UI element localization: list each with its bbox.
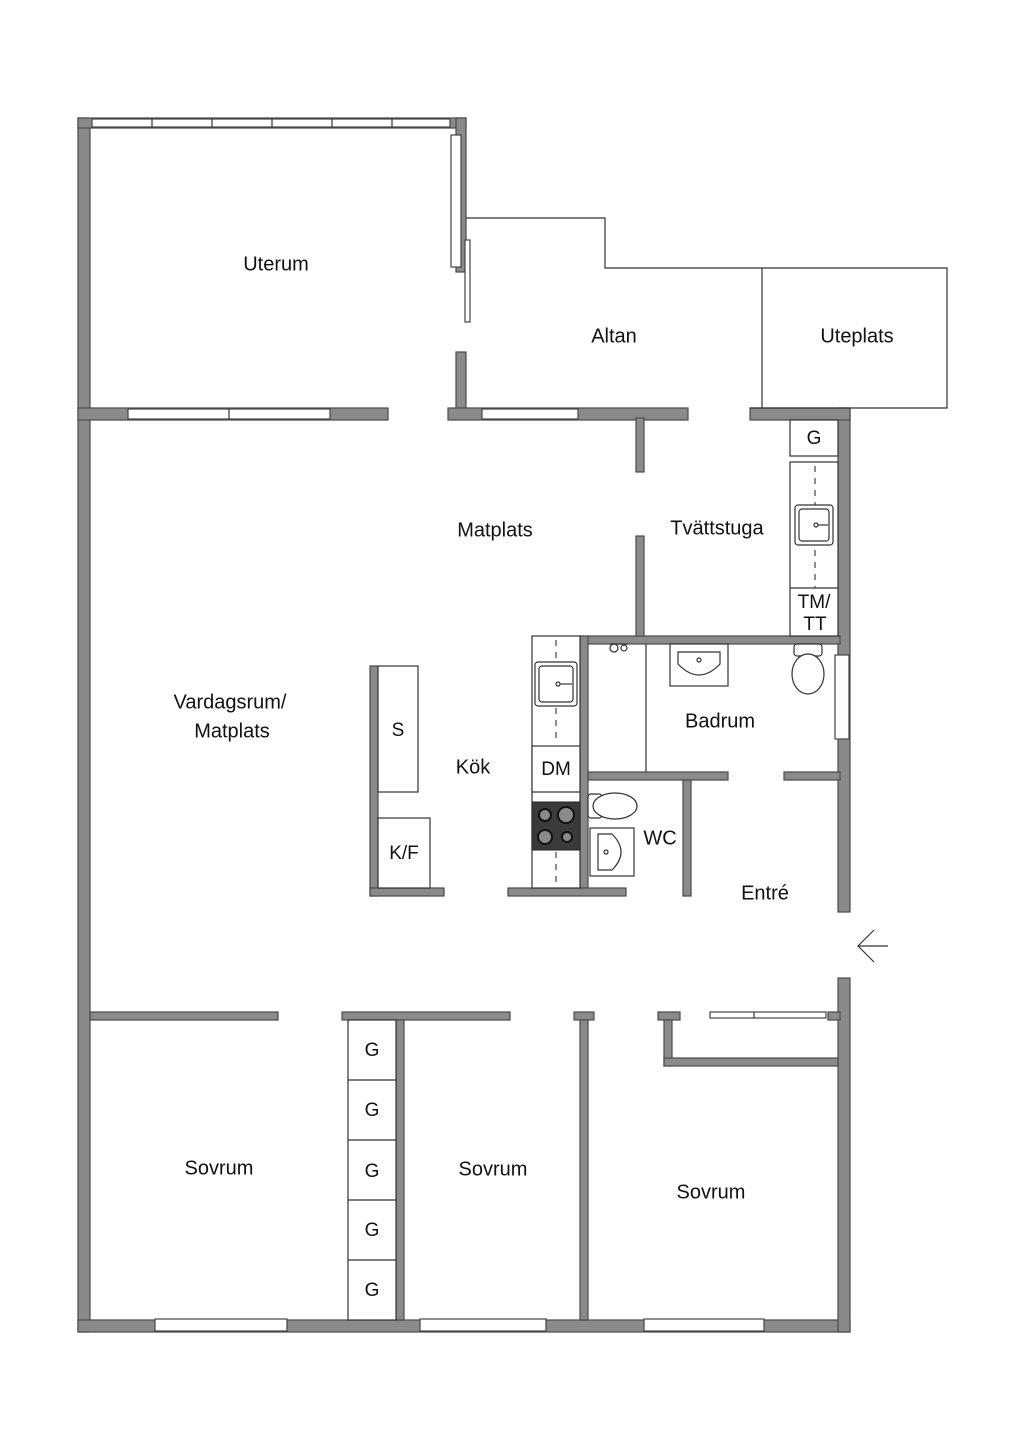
label-tvattstuga: Tvättstuga xyxy=(670,517,764,539)
door-uterum-altan xyxy=(464,239,471,323)
label-closet-tvatt: G xyxy=(807,428,822,449)
label-closet-5: G xyxy=(365,1280,380,1301)
window-sovrum-right xyxy=(643,1318,765,1332)
altan-outline xyxy=(466,217,948,409)
wall-west xyxy=(77,117,91,1333)
wall-sovrum-left-north xyxy=(89,1011,279,1021)
label-closet-2: G xyxy=(365,1100,380,1121)
windows xyxy=(91,118,850,1332)
sliding-wardrobe-door xyxy=(709,1011,827,1019)
interior-walls xyxy=(89,417,841,1321)
washbasin-icon xyxy=(669,643,729,687)
window-uterum-north xyxy=(91,118,451,128)
wc-washbasin-icon xyxy=(589,827,635,877)
window-matplats xyxy=(481,408,579,420)
label-entre: Entré xyxy=(741,882,789,904)
label-fridge-freezer: K/F xyxy=(389,843,419,864)
wall-kitchen-east xyxy=(579,635,589,893)
label-storage: S xyxy=(392,720,405,741)
label-sovrum-left: Sovrum xyxy=(185,1157,254,1179)
label-closet-1: G xyxy=(365,1040,380,1061)
outdoor-areas xyxy=(466,217,948,409)
label-sovrum-middle: Sovrum xyxy=(459,1158,528,1180)
wall-closet-south xyxy=(663,1057,839,1067)
label-badrum: Badrum xyxy=(685,710,755,732)
wall-kitchen-south xyxy=(507,887,627,897)
fridge-freezer-box xyxy=(377,817,431,889)
label-uteplats: Uteplats xyxy=(820,325,893,347)
wall-badrum-north xyxy=(579,635,841,645)
closet-column xyxy=(347,1019,397,1321)
fixture-labels: G TM/ TT S K/F DM G G G G G xyxy=(365,428,831,1301)
wall-island-south xyxy=(369,887,445,897)
wall-north-right xyxy=(749,407,851,421)
window-badrum xyxy=(834,654,850,740)
wall-east-lower xyxy=(837,977,851,1333)
label-uterum: Uterum xyxy=(243,253,309,275)
label-matplats: Matplats xyxy=(457,519,533,541)
label-tm-line1: TM/ xyxy=(798,592,831,613)
wall-badrum-south-left xyxy=(587,771,729,781)
wall-sovrum-divider-1 xyxy=(395,1019,405,1321)
wall-badrum-south-right xyxy=(783,771,841,781)
wall-tvatt-upper xyxy=(635,417,645,473)
sink-icon xyxy=(794,504,834,546)
label-vardagsrum-line2: Matplats xyxy=(194,720,270,742)
tvattstuga-fixtures xyxy=(789,419,839,637)
wall-stub-3 xyxy=(827,1011,841,1021)
wc-fixtures xyxy=(587,792,638,877)
wall-stub-2 xyxy=(657,1011,681,1021)
wc-toilet-icon xyxy=(587,792,638,820)
label-altan: Altan xyxy=(591,325,637,347)
wall-sovrum-middle-north xyxy=(341,1011,511,1021)
stove-icon xyxy=(531,801,581,851)
room-labels: Uterum Altan Uteplats Matplats Tvättstug… xyxy=(173,253,893,1203)
label-closet-4: G xyxy=(365,1220,380,1241)
window-sovrum-left xyxy=(154,1318,288,1332)
label-sovrum-right: Sovrum xyxy=(677,1181,746,1203)
bedroom-closets xyxy=(347,1019,397,1321)
wall-stub-1 xyxy=(573,1011,595,1021)
dishwasher-box xyxy=(531,745,581,793)
wall-tvatt-lower xyxy=(635,535,645,643)
window-uterum-east xyxy=(450,134,462,268)
wall-wc-east xyxy=(682,779,692,897)
label-kok: Kök xyxy=(456,756,491,778)
label-tm-line2: TT xyxy=(803,614,827,635)
closet-tvatt xyxy=(789,419,839,457)
wall-sovrum-divider-2 xyxy=(579,1019,589,1321)
label-vardagsrum-line1: Vardagsrum/ xyxy=(173,691,286,713)
shower-icon xyxy=(609,643,647,772)
wall-island-west xyxy=(369,665,379,897)
storage-box xyxy=(377,665,419,793)
kitchen-island xyxy=(377,665,431,889)
label-closet-3: G xyxy=(365,1161,380,1182)
window-sovrum-middle xyxy=(419,1318,547,1332)
label-dishwasher: DM xyxy=(541,759,571,780)
kitchen-sink-icon xyxy=(534,661,578,707)
entre-fixtures xyxy=(709,929,888,1019)
label-wc: WC xyxy=(643,827,676,849)
entrance-arrow-icon xyxy=(857,929,888,963)
tvatt-counter xyxy=(789,461,839,637)
kitchen-counter xyxy=(531,635,581,889)
toilet-icon xyxy=(791,643,825,695)
badrum-fixtures xyxy=(609,643,825,772)
